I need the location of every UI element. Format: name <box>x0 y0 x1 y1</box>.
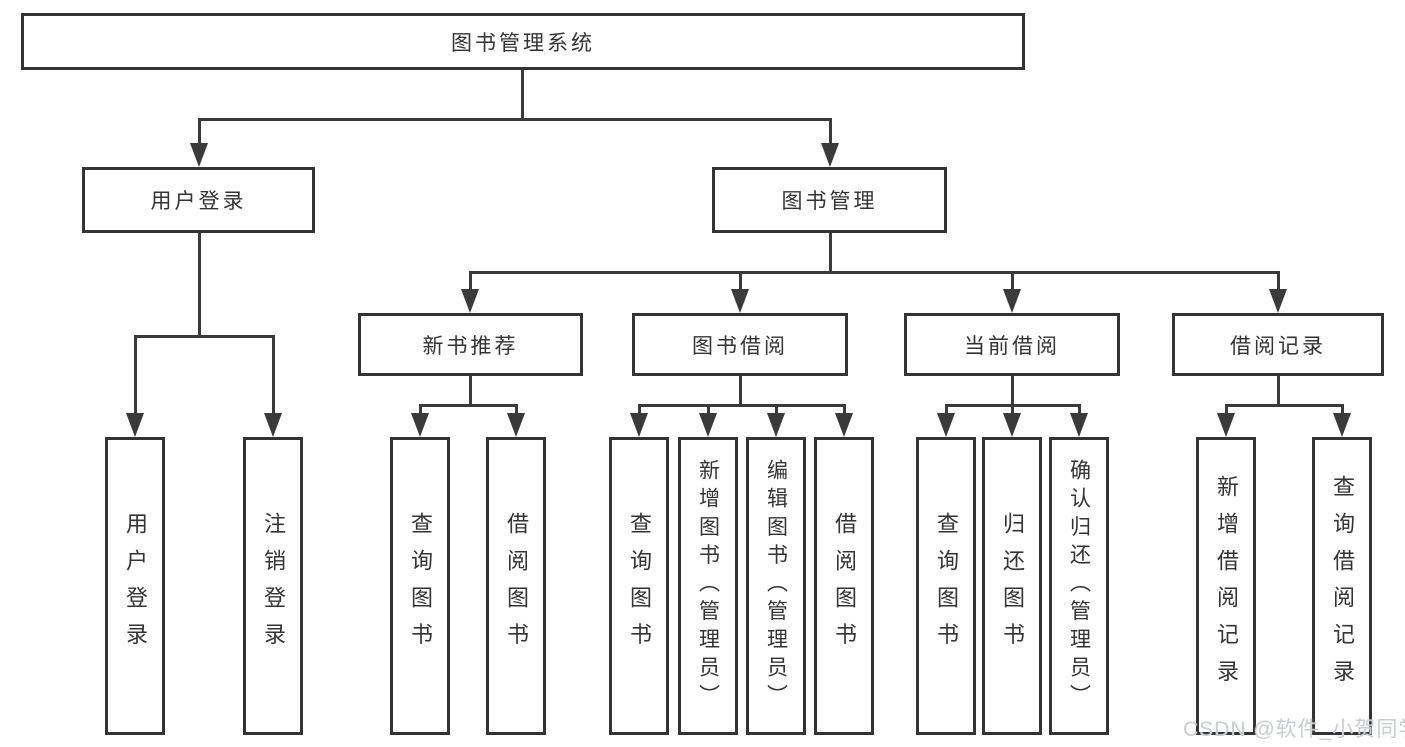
node-bb-edit-books-admin: 编辑图书（管理员） <box>746 437 806 735</box>
node-current-borrowing: 当前借阅 <box>904 313 1120 376</box>
connector-book-management-stem <box>828 233 832 274</box>
arrow-down-leaf <box>411 413 429 437</box>
arrow-down-leaf <box>1333 413 1351 437</box>
node-br-query-record: 查询借阅记录 <box>1312 437 1372 735</box>
arrow-down-leaf <box>699 413 717 437</box>
node-cb-return-books: 归还图书 <box>982 437 1042 735</box>
arrow-down-leaf <box>1003 413 1021 437</box>
arrow-down-leaf <box>767 413 785 437</box>
leaf-label: 归还图书 <box>1000 512 1025 660</box>
leaf-label: 借阅图书 <box>504 512 529 660</box>
node-book-borrowing-label: 图书借阅 <box>692 334 788 358</box>
connector-leaf-stub <box>1010 404 1014 419</box>
leaf-label: 确认归还（管理员） <box>1067 459 1091 713</box>
connector-to-user-login <box>197 118 201 150</box>
leaf-label: 新增图书（管理员） <box>696 459 720 713</box>
leaf-label: 查询借阅记录 <box>1330 475 1355 697</box>
arrow-down-leaf <box>630 413 648 437</box>
connector-user-login-stem <box>197 233 201 337</box>
leaf-label: 编辑图书（管理员） <box>764 459 788 713</box>
connector-leaf-stub <box>774 404 778 419</box>
arrow-down-book-management <box>821 143 839 167</box>
node-book-management: 图书管理 <box>712 167 947 233</box>
node-br-add-record: 新增借阅记录 <box>1196 437 1256 735</box>
leaf-label: 用户登录 <box>123 512 148 660</box>
connector-bb-branch <box>637 404 846 407</box>
leaf-label: 借阅图书 <box>832 512 857 660</box>
connector-nbr-branch <box>418 404 518 407</box>
node-root: 图书管理系统 <box>21 13 1025 70</box>
arrow-down-cb <box>1003 289 1021 313</box>
node-borrowing-records-label: 借阅记录 <box>1230 334 1326 358</box>
arrow-down-leaf <box>507 413 525 437</box>
connector-nbr-stem <box>469 376 472 407</box>
connector-leaf-stub <box>1077 404 1081 419</box>
connector-br-stem <box>1276 376 1280 407</box>
arrow-down-leaf <box>1070 413 1088 437</box>
connector-level3-branch <box>469 271 1280 274</box>
arrow-down-bb <box>731 289 749 313</box>
connector-leaf-stub <box>637 404 641 419</box>
connector-to-book-management <box>828 118 832 150</box>
connector-br-branch <box>1224 404 1344 407</box>
node-nbr-borrow-books: 借阅图书 <box>486 437 546 735</box>
connector-cb-stem <box>1010 376 1014 407</box>
leaf-label: 注销登录 <box>261 512 286 660</box>
node-nbr-query-books: 查询图书 <box>390 437 450 735</box>
connector-bb-stem <box>738 376 742 407</box>
node-book-borrowing: 图书借阅 <box>632 313 848 376</box>
arrow-down-leaf <box>1217 413 1235 437</box>
connector-to-bb <box>738 271 742 293</box>
connector-level2-branch <box>197 118 832 121</box>
node-new-book-recommendation-label: 新书推荐 <box>422 334 519 358</box>
connector-user-login-branch <box>133 335 275 338</box>
node-user-login: 用户登录 <box>82 167 315 233</box>
arrow-down-br <box>1269 289 1287 313</box>
connector-to-br <box>1276 271 1280 293</box>
leaf-label: 查询图书 <box>408 512 433 660</box>
connector-leaf-stub <box>1340 404 1344 419</box>
node-book-management-label: 图书管理 <box>781 190 878 213</box>
arrow-down-user-login <box>190 143 208 167</box>
node-logout-action: 注销登录 <box>243 437 303 735</box>
arrow-down-nbr <box>461 289 479 313</box>
arrow-down-leaf <box>835 413 853 437</box>
csdn-watermark: CSDN @软件_小贺同学 <box>1183 718 1405 741</box>
arrow-down-leaf <box>937 413 955 437</box>
node-user-login-label: 用户登录 <box>150 190 247 213</box>
connector-to-nbr <box>469 271 472 293</box>
connector-to-cb <box>1010 271 1014 293</box>
connector-to-logout-leaf <box>271 335 275 417</box>
leaf-label: 查询图书 <box>934 512 959 660</box>
arrow-down-logout-leaf <box>264 413 282 437</box>
leaf-label: 查询图书 <box>627 512 652 660</box>
node-cb-confirm-return-admin: 确认归还（管理员） <box>1049 437 1109 735</box>
connector-leaf-stub <box>1224 404 1228 419</box>
node-cb-query-books: 查询图书 <box>916 437 976 735</box>
connector-leaf-stub <box>842 404 846 419</box>
node-root-label: 图书管理系统 <box>451 31 595 55</box>
node-user-login-action: 用户登录 <box>105 437 165 735</box>
connector-root-stem <box>520 70 524 121</box>
node-current-borrowing-label: 当前借阅 <box>964 334 1060 358</box>
leaf-label: 新增借阅记录 <box>1214 475 1239 697</box>
connector-to-login-leaf <box>133 335 137 417</box>
node-bb-add-books-admin: 新增图书（管理员） <box>678 437 738 735</box>
connector-leaf-stub <box>944 404 948 419</box>
node-bb-query-books: 查询图书 <box>609 437 669 735</box>
node-bb-borrow-books: 借阅图书 <box>814 437 874 735</box>
node-new-book-recommendation: 新书推荐 <box>358 313 583 376</box>
connector-leaf-stub <box>418 404 422 419</box>
connector-leaf-stub <box>706 404 710 419</box>
arrow-down-login-leaf <box>126 413 144 437</box>
node-borrowing-records: 借阅记录 <box>1172 313 1384 376</box>
connector-leaf-stub <box>514 404 518 419</box>
